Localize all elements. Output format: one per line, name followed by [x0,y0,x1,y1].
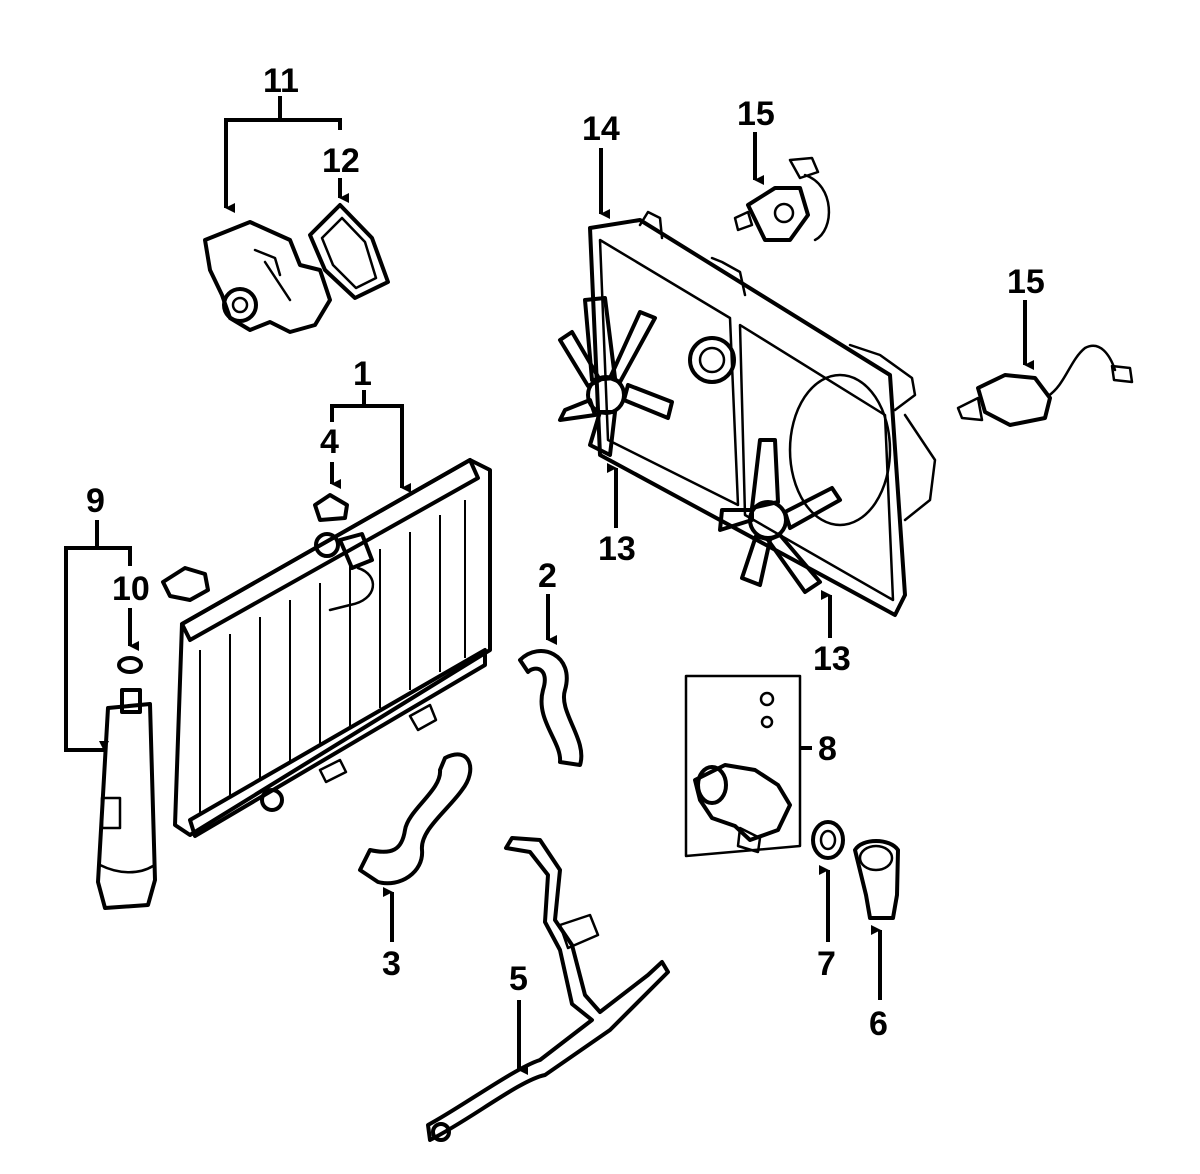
water-pump-assembly[interactable] [203,220,332,334]
callout-14: 14 [582,110,620,148]
callout-11-leader [224,96,342,213]
callout-1: 1 [353,355,372,393]
callout-6: 6 [869,1005,888,1043]
fan-motor-right[interactable] [956,344,1134,427]
lower-radiator-hose[interactable] [358,752,473,886]
fan-motor-top[interactable] [733,156,831,242]
callout-9-leader [64,520,132,752]
callout-11: 11 [263,62,299,100]
water-pump-gasket[interactable] [308,203,390,300]
radiator[interactable] [173,458,492,838]
callout-13-right: 13 [813,640,851,678]
callout-15-top: 15 [737,95,775,133]
upper-radiator-hose[interactable] [518,649,584,767]
callout-1-leader [330,390,411,493]
callout-8: 8 [818,730,837,768]
callout-9: 9 [86,482,105,520]
callout-2: 2 [538,557,557,595]
radiator-core-fins [199,500,466,815]
callout-13-left: 13 [598,530,636,568]
radiator-cap[interactable] [313,493,349,522]
reservoir-cap[interactable] [117,656,143,674]
callout-12: 12 [322,142,360,180]
fan-blade-right[interactable] [718,438,842,594]
callout-5: 5 [509,960,528,998]
thermostat[interactable] [811,820,845,860]
water-pipe[interactable] [426,836,670,1142]
radiator-drain-plug[interactable] [161,566,210,602]
fan-blade-left[interactable] [558,296,674,457]
coolant-reservoir[interactable] [96,688,157,910]
water-outlet[interactable] [853,839,900,920]
fan-shroud[interactable] [588,210,937,617]
callout-3: 3 [382,945,401,983]
callout-10: 10 [112,570,150,608]
callout-7: 7 [817,945,836,983]
thermostat-housing-group[interactable] [684,674,812,858]
callout-4: 4 [320,423,339,461]
callout-15-right: 15 [1007,263,1045,301]
